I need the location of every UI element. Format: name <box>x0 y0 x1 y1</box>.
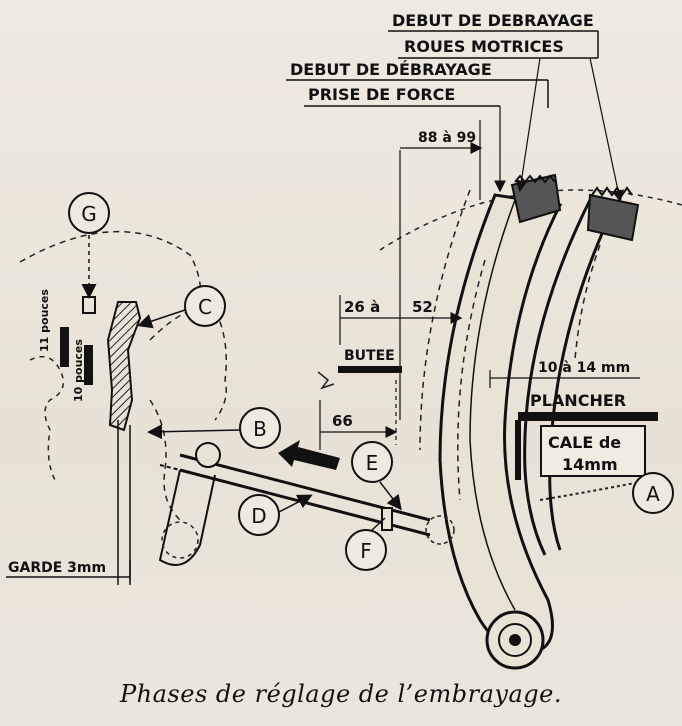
svg-text:10 à 14 mm: 10 à 14 mm <box>538 360 630 376</box>
garde-dimension: GARDE 3mm <box>6 560 131 585</box>
svg-text:E: E <box>366 451 379 475</box>
pedal-travel-arc <box>379 189 682 251</box>
label-11-pouces: 11 pouces <box>38 289 51 352</box>
label-88-99: 88 à 99 <box>418 130 476 146</box>
svg-text:PRISE DE FORCE: PRISE DE FORCE <box>308 85 455 104</box>
callout-F: F <box>345 517 387 571</box>
dimension-10-14: 10 à 14 mm <box>489 360 640 388</box>
callout-B: B <box>147 407 281 449</box>
svg-text:C: C <box>198 295 212 319</box>
clutch-pedal <box>419 173 563 670</box>
dimension-66: 66 <box>319 380 398 450</box>
label-10-pouces: 10 pouces <box>72 339 85 402</box>
brake-pedal <box>523 186 640 556</box>
clutch-adjustment-diagram: 88 à 99 DEBUT DE DEBRAYAGE ROUES MOTRICE… <box>6 11 682 670</box>
svg-text:ROUES MOTRICES: ROUES MOTRICES <box>404 37 564 56</box>
svg-text:A: A <box>646 482 660 506</box>
svg-text:52: 52 <box>412 298 433 316</box>
svg-text:DEBUT DE DÉBRAYAGE: DEBUT DE DÉBRAYAGE <box>290 60 492 79</box>
dimension-88-99: 88 à 99 <box>399 120 483 420</box>
plancher-floor: PLANCHER <box>518 391 658 421</box>
svg-text:BUTEE: BUTEE <box>344 348 395 364</box>
callout-D: D <box>238 494 313 536</box>
dimension-26-52: 26 à 52 <box>339 295 463 345</box>
svg-text:GARDE 3mm: GARDE 3mm <box>8 560 106 576</box>
svg-text:14mm: 14mm <box>562 455 618 474</box>
clutch-fork-assembly: 11 pouces 10 pouces <box>19 231 227 580</box>
label-debut-debrayage-pdf: DEBUT DE DÉBRAYAGE PRISE DE FORCE <box>286 60 549 193</box>
svg-text:DEBUT DE DEBRAYAGE: DEBUT DE DEBRAYAGE <box>392 11 594 30</box>
svg-text:CALE de: CALE de <box>548 433 621 452</box>
svg-text:F: F <box>360 539 372 563</box>
callout-C: C <box>137 285 226 329</box>
label-debut-debrayage-roues: DEBUT DE DEBRAYAGE ROUES MOTRICES <box>388 11 624 203</box>
svg-text:D: D <box>251 504 266 528</box>
svg-text:G: G <box>81 202 97 226</box>
callout-A: A <box>632 472 674 514</box>
cale-shim-box: CALE de 14mm <box>515 420 646 480</box>
svg-text:26 à: 26 à <box>344 298 380 316</box>
callout-G: G <box>68 192 110 234</box>
figure-caption: Phases de réglage de l’embrayage. <box>120 680 562 708</box>
direction-arrow <box>278 440 340 470</box>
svg-text:B: B <box>253 417 267 441</box>
svg-text:66: 66 <box>332 412 353 430</box>
callout-E: E <box>351 441 402 511</box>
butee-stop: BUTEE <box>317 348 402 390</box>
svg-text:PLANCHER: PLANCHER <box>530 391 626 410</box>
